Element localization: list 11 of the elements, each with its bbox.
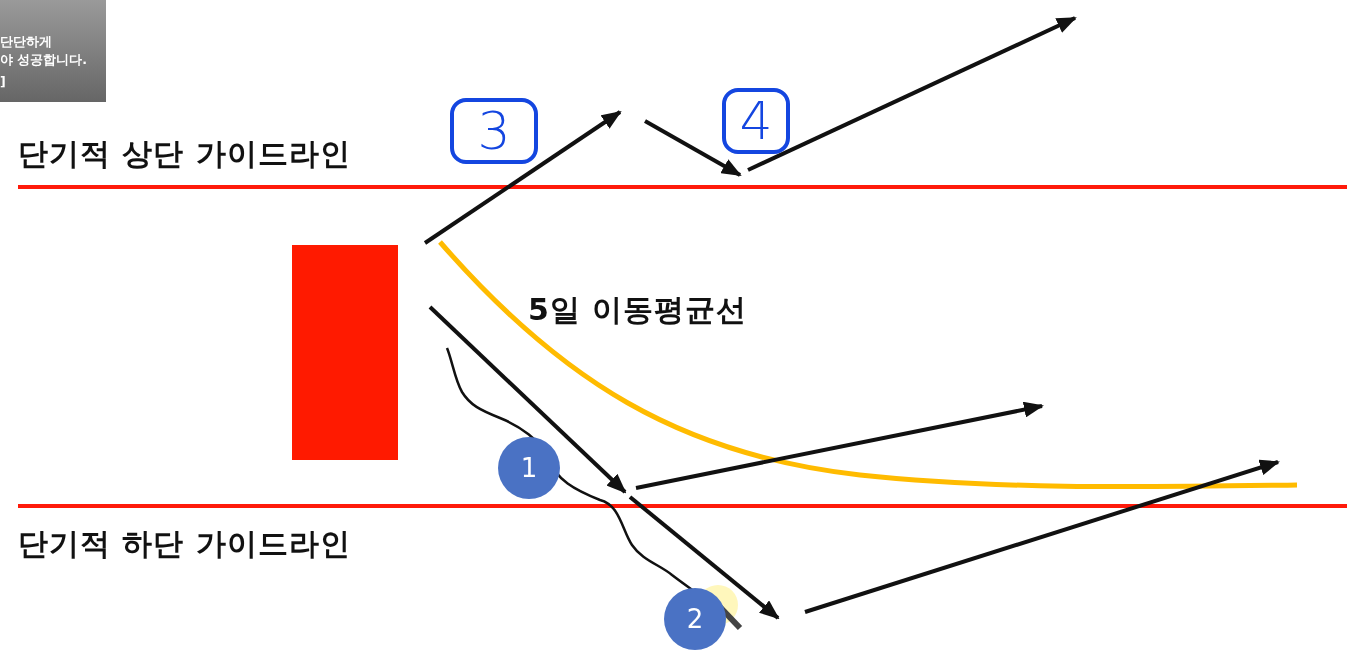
guide-line-label: 단기적 상단 가이드라인 xyxy=(18,135,351,173)
callout-number: 4 xyxy=(722,88,790,154)
callout-number: 3 xyxy=(450,98,538,164)
candlestick-bar xyxy=(292,245,398,460)
overlay-text: ] xyxy=(0,74,6,89)
guide-line-label: 단기적 하단 가이드라인 xyxy=(18,525,351,563)
callout-number: 2 xyxy=(664,588,726,650)
curve-label: 5일 이동평균선 xyxy=(528,291,748,329)
overlay-text: 야 성공합니다. xyxy=(0,52,88,69)
callout-number: 1 xyxy=(498,437,560,499)
overlay-text: 단단하게 xyxy=(0,34,52,51)
